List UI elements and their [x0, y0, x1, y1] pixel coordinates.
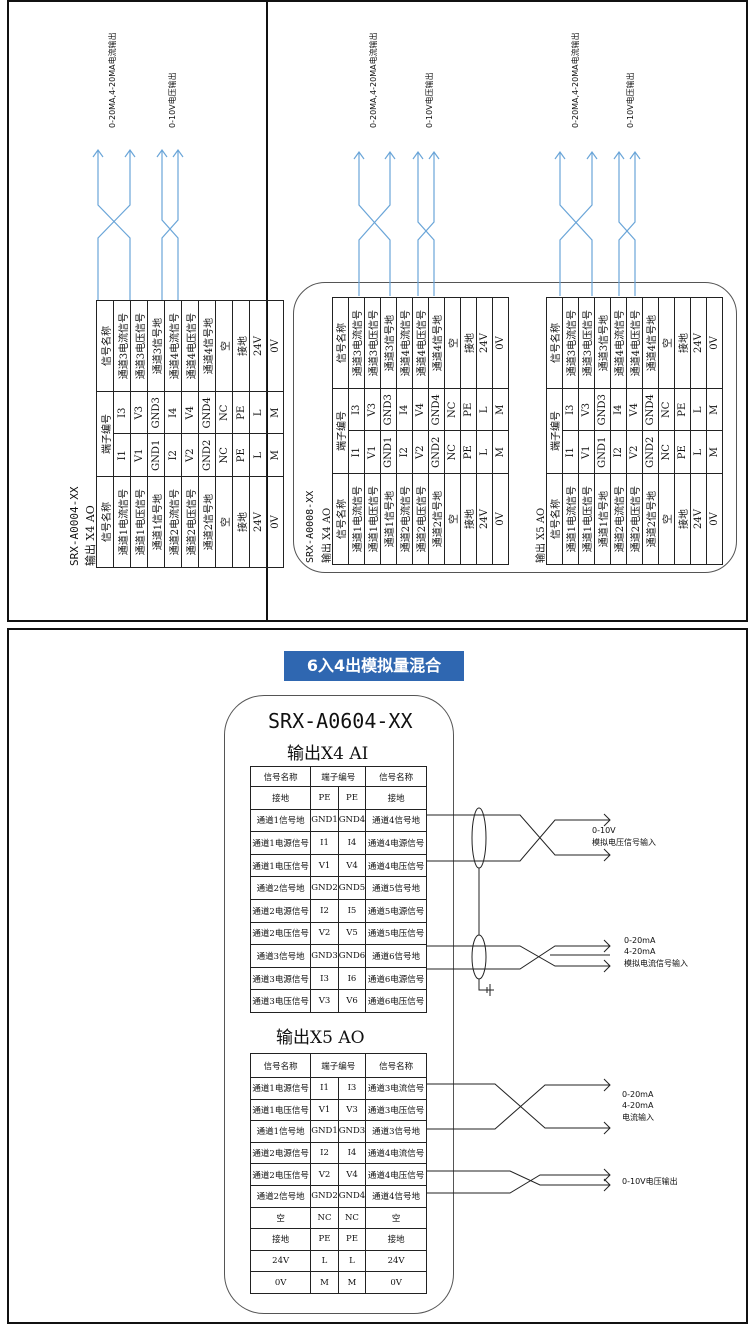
signal-name-cell: 通道6电压信号	[365, 989, 427, 1013]
i-in-label-3: 模拟电流信号输入	[624, 959, 688, 968]
terminal-id-cell: V6	[337, 989, 367, 1013]
i-out-label-3: 电流输入	[622, 1113, 654, 1122]
terminal-id-cell: PE	[337, 1228, 367, 1251]
terminal-id-cell: GND1	[310, 1120, 339, 1143]
bottom-model: SRX-A0604-XX	[268, 709, 413, 733]
section-banner: 6入4出模拟量混合	[284, 651, 464, 681]
bottom-rounded-group	[224, 695, 454, 1314]
top-right-panel	[266, 0, 748, 622]
tr-rounded-group	[293, 282, 737, 573]
terminal-id-cell: V5	[337, 921, 367, 946]
ai-title: 输出X4 AI	[287, 744, 369, 764]
i-in-label-2: 4-20mA	[624, 947, 656, 956]
signal-name-cell: 0V	[365, 1271, 427, 1294]
v-out-label: 0-10V电压输出	[622, 1177, 678, 1186]
terminal-id-cell: M	[337, 1271, 367, 1294]
i-out-label-2: 4-20mA	[622, 1101, 654, 1110]
terminal-id-cell: GND4	[337, 1184, 367, 1208]
i-out-label-1: 0-20mA	[622, 1090, 654, 1099]
top-left-panel	[7, 0, 268, 622]
ao-title: 输出X5 AO	[276, 1028, 365, 1048]
top-wiring	[92, 148, 641, 300]
terminal-id-cell: GND2	[310, 876, 339, 900]
v-in-label-2: 模拟电压信号输入	[592, 838, 656, 847]
terminal-id-cell: V3	[310, 989, 339, 1013]
signal-name-cell: 通道3电压信号	[249, 989, 312, 1013]
i-in-label-1: 0-20mA	[624, 936, 656, 945]
terminal-id-cell: V4	[337, 1163, 367, 1186]
v-in-label-1: 0-10V	[592, 826, 616, 835]
